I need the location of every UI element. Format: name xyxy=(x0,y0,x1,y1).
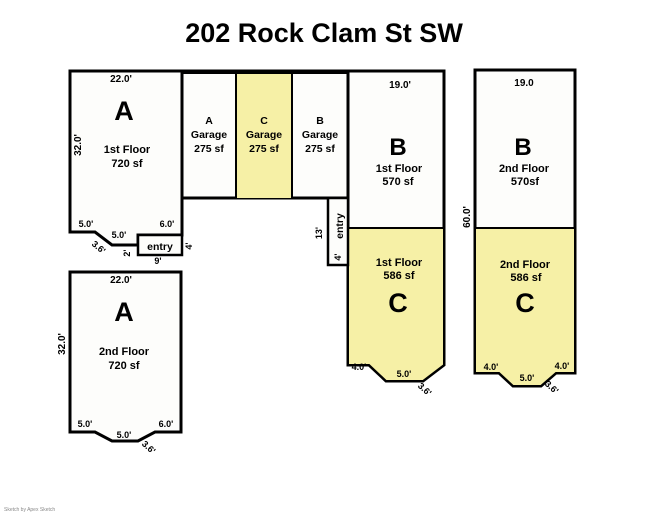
a2-letter: A xyxy=(114,297,134,327)
entry-corridor-dim-height: 13' xyxy=(314,227,324,239)
c2-area: 586 sf xyxy=(510,272,542,284)
a2-dim-top: 22.0' xyxy=(110,275,132,286)
c2-floor: 2nd Floor xyxy=(500,259,551,271)
c1-dim-diagonal: 3.6' xyxy=(416,381,434,398)
garage-a-letter: A xyxy=(205,115,213,127)
unit-c1-highlight xyxy=(347,227,445,382)
c1-dim-bottom-left: 4.0' xyxy=(352,362,367,372)
garage-a-area: 275 sf xyxy=(194,143,224,155)
entry-corridor-box xyxy=(326,196,350,267)
b2-area: 570sf xyxy=(511,176,539,188)
c2-dim-bottom-left: 4.0' xyxy=(484,362,499,372)
a1-dim-entry-height: 4' xyxy=(184,242,194,249)
garage-c-highlight xyxy=(236,71,292,198)
garage-c-letter: C xyxy=(260,115,268,127)
b1-letter: B xyxy=(389,134,406,161)
a1-letter: A xyxy=(114,96,134,126)
a1-area: 720 sf xyxy=(111,158,143,170)
b1-area: 570 sf xyxy=(382,176,414,188)
c1-dim-bottom-mid: 5.0' xyxy=(397,369,412,379)
a2-dim-bottom-mid: 5.0' xyxy=(117,430,132,440)
c1-floor: 1st Floor xyxy=(376,257,423,269)
a2-dim-bottom-left: 5.0' xyxy=(78,419,93,429)
a1-dim-top: 22.0' xyxy=(110,74,132,85)
c1-letter: C xyxy=(388,288,408,318)
a1-dim-bottom-left: 5.0' xyxy=(79,219,94,229)
b1-dim-top: 19.0' xyxy=(389,80,411,91)
entry-corridor-label: entry xyxy=(334,213,346,239)
garage-b-letter: B xyxy=(316,115,324,127)
a2-dim-diagonal: 3.6' xyxy=(140,439,158,456)
garage-a-word: Garage xyxy=(191,129,227,141)
c2-letter: C xyxy=(515,288,535,318)
garage-c-word: Garage xyxy=(246,129,282,141)
unit-c2-highlight xyxy=(474,227,576,387)
a1-dim-step: 2' xyxy=(122,249,132,256)
b2-letter: B xyxy=(514,134,531,161)
a1-dim-left: 32.0' xyxy=(73,134,84,156)
garage-c-area: 275 sf xyxy=(249,143,279,155)
b2-dim-top: 19.0 xyxy=(514,78,534,89)
right-building-height-dim: 60.0' xyxy=(462,206,473,228)
page-title: 202 Rock Clam St SW xyxy=(185,18,463,48)
a1-dim-bottom-right: 6.0' xyxy=(160,219,175,229)
unit-a1-entry-box xyxy=(136,233,184,257)
a1-dim-entry-width: 9' xyxy=(154,256,161,266)
garage-b-word: Garage xyxy=(302,129,338,141)
garage-b-area: 275 sf xyxy=(305,143,335,155)
b1-floor: 1st Floor xyxy=(376,163,423,175)
unit-a2-outline xyxy=(68,270,183,443)
c2-dim-bottom-mid: 5.0' xyxy=(520,373,535,383)
a1-floor: 1st Floor xyxy=(104,144,151,156)
b2-floor: 2nd Floor xyxy=(499,163,550,175)
a1-dim-bottom-mid: 5.0' xyxy=(112,230,127,240)
watermark-text: Sketch by Apex Sketch xyxy=(4,507,55,513)
a2-area: 720 sf xyxy=(108,360,140,372)
a2-dim-left: 32.0' xyxy=(57,333,68,355)
c2-dim-bottom-right: 4.0' xyxy=(555,361,570,371)
a1-entry-label: entry xyxy=(147,241,173,253)
a2-dim-bottom-right: 6.0' xyxy=(159,419,174,429)
c1-area: 586 sf xyxy=(383,270,415,282)
entry-corridor-dim-width: 4' xyxy=(333,253,343,260)
a2-floor: 2nd Floor xyxy=(99,346,150,358)
